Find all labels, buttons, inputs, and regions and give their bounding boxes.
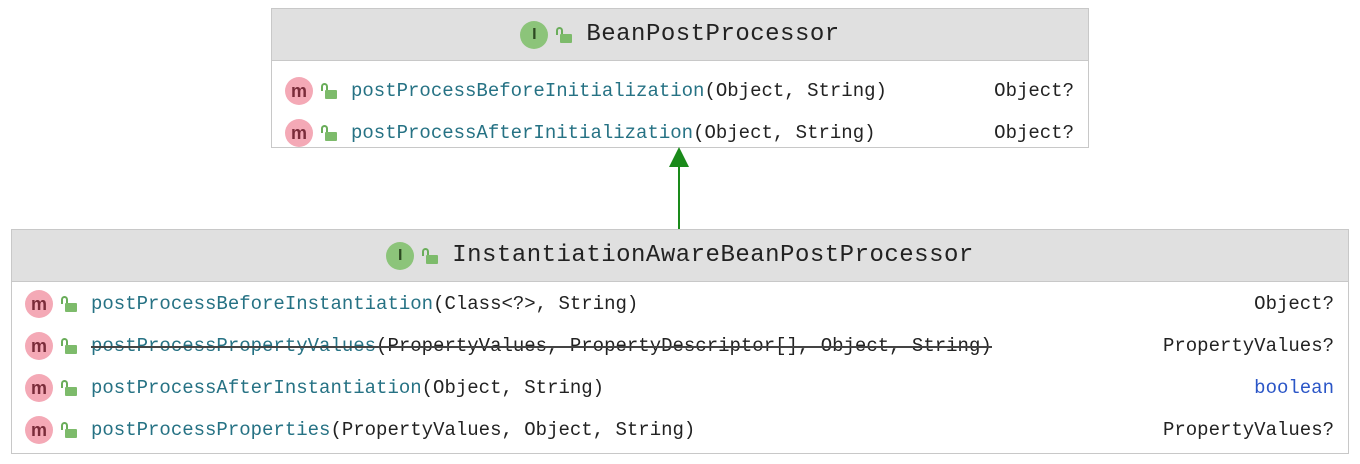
class-header: I InstantiationAwareBeanPostProcessor: [12, 230, 1348, 282]
method-return-type: Object?: [994, 122, 1074, 144]
public-lock-icon: [61, 422, 77, 438]
class-title: BeanPostProcessor: [586, 21, 840, 48]
deprecated-signature: postProcessPropertyValues(PropertyValues…: [91, 335, 992, 357]
public-lock-icon: [61, 296, 77, 312]
inheritance-arrow-line: [678, 164, 680, 229]
method-row[interactable]: m postProcessBeforeInitialization(Object…: [272, 70, 1088, 112]
method-name: postProcessPropertyValues: [91, 335, 377, 357]
class-header: I BeanPostProcessor: [272, 9, 1088, 61]
method-icon: m: [285, 119, 313, 147]
class-box-instantiation-aware-bean-post-processor[interactable]: I InstantiationAwareBeanPostProcessor m …: [11, 229, 1349, 454]
method-row[interactable]: m postProcessAfterInstantiation(Object, …: [12, 367, 1348, 409]
method-icon: m: [25, 416, 53, 444]
class-box-bean-post-processor[interactable]: I BeanPostProcessor m postProcessBeforeI…: [271, 8, 1089, 148]
method-icon: m: [25, 332, 53, 360]
public-lock-icon: [321, 83, 337, 99]
interface-icon: I: [520, 20, 549, 49]
method-return-type: PropertyValues?: [1162, 419, 1334, 441]
method-name: postProcessProperties: [91, 419, 331, 441]
public-lock-icon: [61, 380, 77, 396]
inheritance-arrow-head: [669, 147, 689, 167]
method-params: (PropertyValues, PropertyDescriptor[], O…: [376, 335, 992, 357]
method-name: postProcessAfterInitialization: [351, 122, 694, 144]
method-name: postProcessBeforeInstantiation: [91, 293, 434, 315]
public-lock-icon: [61, 338, 77, 354]
method-name: postProcessAfterInstantiation: [91, 377, 422, 399]
method-return-type: PropertyValues?: [1162, 335, 1334, 357]
method-params: (Class<?>, String): [433, 293, 639, 315]
method-row[interactable]: m postProcessProperties(PropertyValues, …: [12, 409, 1348, 451]
method-return-type: Object?: [1254, 293, 1334, 315]
method-row-deprecated[interactable]: m postProcessPropertyValues(PropertyValu…: [12, 325, 1348, 367]
public-lock-icon: [556, 26, 573, 43]
method-row[interactable]: m postProcessBeforeInstantiation(Class<?…: [12, 283, 1348, 325]
method-row[interactable]: m postProcessAfterInitialization(Object,…: [272, 112, 1088, 154]
method-params: (Object, String): [421, 377, 605, 399]
method-params: (Object, String): [704, 80, 887, 102]
class-title: InstantiationAwareBeanPostProcessor: [452, 242, 974, 269]
method-return-type: Object?: [994, 80, 1074, 102]
method-params: (PropertyValues, Object, String): [330, 419, 696, 441]
method-return-type: boolean: [1254, 377, 1334, 399]
public-lock-icon: [321, 125, 337, 141]
method-icon: m: [25, 290, 53, 318]
method-name: postProcessBeforeInitialization: [351, 80, 705, 102]
public-lock-icon: [422, 247, 439, 264]
method-params: (Object, String): [693, 122, 876, 144]
interface-icon: I: [386, 241, 415, 270]
method-icon: m: [25, 374, 53, 402]
method-icon: m: [285, 77, 313, 105]
